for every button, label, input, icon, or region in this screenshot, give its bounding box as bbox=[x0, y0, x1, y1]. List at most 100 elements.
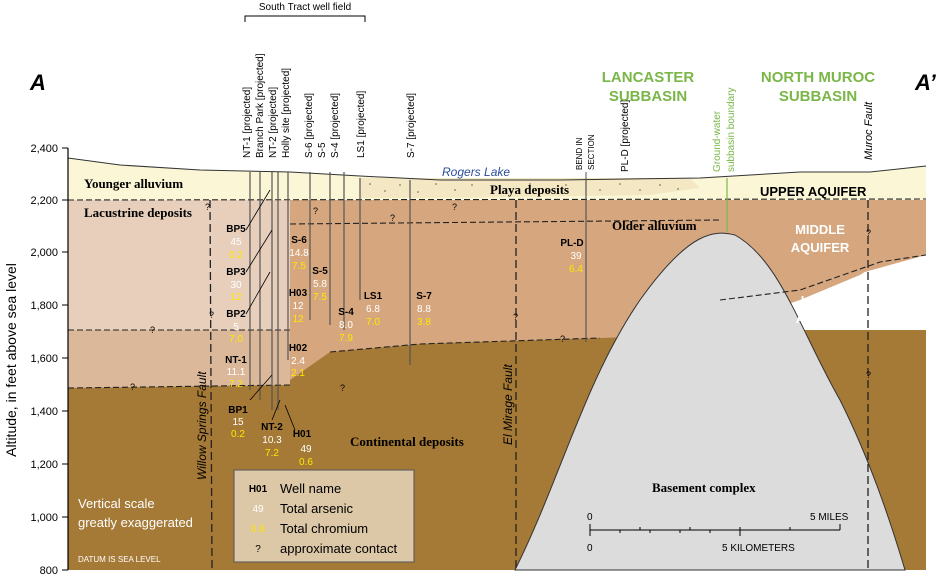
well-arsenic: 2.4 bbox=[291, 356, 305, 367]
well-field-label: South Tract well field bbox=[259, 2, 351, 13]
well-name: PL-D bbox=[560, 238, 583, 249]
datum-note: DATUM IS SEA LEVEL bbox=[78, 555, 161, 564]
north-muroc-subbasin-label-2: SUBBASIN bbox=[779, 88, 857, 105]
y-tick-label: 800 bbox=[40, 565, 58, 577]
svg-text:?: ? bbox=[313, 206, 318, 216]
playa-stipple bbox=[369, 183, 679, 193]
well-chromium: 7.5 bbox=[292, 261, 306, 272]
lancaster-subbasin-label: LANCASTER bbox=[602, 69, 695, 86]
subbasin-boundary-label-2: subbasin boundary bbox=[726, 87, 737, 172]
well-name: BP5 bbox=[226, 224, 246, 235]
well-chromium: 7.0 bbox=[366, 317, 380, 328]
well-name: H01 bbox=[293, 429, 312, 440]
svg-text:?: ? bbox=[205, 202, 210, 212]
section-start-label: A bbox=[29, 70, 46, 95]
well-header-label: Branch Park [projected] bbox=[255, 53, 266, 158]
y-tick-label: 1,800 bbox=[30, 300, 58, 312]
legend-well-sample: H01 bbox=[249, 484, 268, 495]
well-chromium: 7.2 bbox=[265, 448, 279, 459]
well-chromium: 0.6 bbox=[299, 457, 313, 468]
well-name: S-6 bbox=[291, 235, 307, 246]
well-header-label: PL-D [projected] bbox=[620, 100, 631, 172]
scale-km-end: 5 KILOMETERS bbox=[722, 543, 795, 554]
svg-text:?: ? bbox=[340, 383, 345, 393]
well-chromium: 7.9 bbox=[339, 333, 353, 344]
well-header-label: Holly site [projected] bbox=[281, 68, 292, 158]
continental-upper-lens bbox=[68, 338, 600, 570]
younger-alluvium-layer bbox=[68, 158, 926, 200]
well-arsenic: 6.8 bbox=[366, 304, 380, 315]
el-mirage-fault-label: El Mirage Fault bbox=[501, 364, 515, 445]
lacustrine-lower-fill bbox=[68, 330, 290, 388]
lower-aquifer-label: LOWER bbox=[801, 293, 850, 308]
bend-label-line1: BEND IN bbox=[575, 137, 584, 170]
well-arsenic: 45 bbox=[230, 237, 242, 248]
y-tick-label: 1,200 bbox=[30, 459, 58, 471]
y-tick-label: 1,000 bbox=[30, 512, 58, 524]
scale-bar bbox=[589, 524, 841, 536]
svg-text:?: ? bbox=[560, 334, 565, 344]
vertical-scale-note: Vertical scale bbox=[78, 496, 155, 511]
upper-aquifer-label: UPPER AQUIFER bbox=[760, 184, 867, 199]
willow-springs-fault-label: Willow Springs Fault bbox=[195, 371, 209, 480]
well-name: BP1 bbox=[228, 405, 248, 416]
well-header-label: S-6 [projected] bbox=[304, 93, 315, 158]
well-casings bbox=[249, 172, 587, 410]
continental-label: Continental deposits bbox=[350, 434, 464, 449]
lancaster-subbasin-label-2: SUBBASIN bbox=[609, 88, 687, 105]
basement-label: Basement complex bbox=[652, 480, 756, 495]
well-chromium: 7.0 bbox=[229, 334, 243, 345]
well-chromium: 12 bbox=[292, 314, 304, 325]
well-arsenic: 15 bbox=[232, 417, 244, 428]
well-arsenic: 39 bbox=[570, 251, 582, 262]
well-name: S-5 bbox=[312, 266, 328, 277]
ground-surface bbox=[67, 157, 927, 181]
well-arsenic: 12 bbox=[292, 301, 304, 312]
svg-text:?: ? bbox=[866, 370, 871, 380]
svg-text:?: ? bbox=[390, 213, 395, 223]
well-arsenic: 11.1 bbox=[227, 367, 246, 378]
scale-miles-zero: 0 bbox=[587, 512, 593, 523]
well-arsenic: 8.0 bbox=[339, 320, 353, 331]
middle-aquifer-label-2: AQUIFER bbox=[791, 240, 850, 255]
well-header-label: NT-2 [projected] bbox=[268, 87, 279, 158]
well-name: NT-1 bbox=[225, 355, 247, 366]
svg-text:?: ? bbox=[866, 228, 871, 238]
well-header-label: LS1 [projected] bbox=[356, 91, 367, 158]
well-chromium: 0.2 bbox=[229, 250, 243, 261]
well-header-label: S-7 [projected] bbox=[406, 93, 417, 158]
willow-springs-fault-line bbox=[209, 199, 213, 569]
legend-box bbox=[233, 469, 415, 563]
y-tick-label: 1,400 bbox=[30, 406, 58, 418]
legend-arsenic-sample: 49 bbox=[252, 504, 264, 515]
bend-label-line2: SECTION bbox=[587, 134, 596, 170]
older-alluvium-label: Older alluvium bbox=[612, 218, 697, 233]
well-arsenic: 14.8 bbox=[289, 248, 309, 259]
y-axis bbox=[62, 147, 69, 571]
vertical-scale-note-2: greatly exaggerated bbox=[78, 515, 193, 530]
legend-contact-text: approximate contact bbox=[280, 541, 397, 556]
well-chromium: 12 bbox=[230, 292, 242, 303]
well-chromium: 2.1 bbox=[291, 368, 305, 379]
muroc-fault-label: Muroc Fault bbox=[863, 101, 875, 160]
svg-text:?: ? bbox=[513, 312, 518, 322]
well-name: H02 bbox=[289, 343, 308, 354]
leader-lines bbox=[245, 189, 296, 431]
legend-well-text: Well name bbox=[280, 481, 341, 496]
well-arsenic: 10.3 bbox=[262, 435, 282, 446]
well-arsenic: 5 bbox=[233, 322, 239, 333]
svg-text:?: ? bbox=[209, 310, 214, 320]
y-tick-label: 2,400 bbox=[30, 143, 58, 155]
playa-deposits-layer bbox=[360, 178, 700, 198]
well-arsenic: 49 bbox=[300, 444, 312, 455]
well-field-bracket bbox=[244, 15, 366, 22]
subbasin-boundary-label: Ground-water bbox=[712, 110, 723, 172]
middle-aquifer-label: MIDDLE bbox=[795, 222, 845, 237]
well-arsenic: 5.8 bbox=[313, 279, 327, 290]
well-header-label: S-5 bbox=[317, 142, 328, 158]
well-name: S-4 bbox=[338, 307, 354, 318]
well-name: LS1 bbox=[364, 291, 383, 302]
well-chromium: 7.5 bbox=[313, 292, 327, 303]
rogers-lake-label: Rogers Lake bbox=[442, 165, 510, 179]
contact-question-marks: ??? ??? ??? ??? bbox=[130, 202, 871, 393]
